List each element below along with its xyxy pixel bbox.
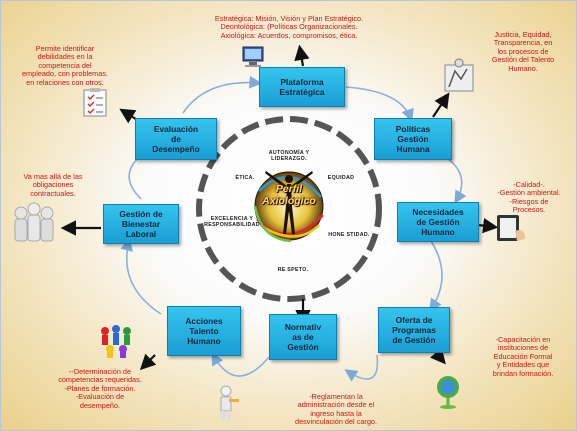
note-bienestar: Va mas allá de las obligaciones contract… [23, 172, 83, 198]
computer-icon [242, 46, 264, 67]
box-acciones-talento-humano[interactable]: Acciones Talento Humano [167, 306, 241, 356]
people-group-icon [14, 202, 54, 242]
box-evaluacion-desempeno[interactable]: Evaluación de Desempeño [135, 118, 217, 160]
plant-globe-icon [437, 376, 459, 409]
note-politicas: Justicia, Equidad, Transparencia, en los… [491, 30, 555, 73]
values-ring [196, 116, 382, 302]
box-necesidades-gestion[interactable]: Necesidades de Gestión Humano [397, 202, 479, 242]
ring-label-excelencia: EXCELENCIA Y RESPONSABILIDAD [204, 216, 260, 228]
ring-label-respeto: RE SPETO. [277, 267, 309, 273]
box-gestion-bienestar[interactable]: Gestión de Bienestar Laboral [103, 204, 179, 244]
ring-label-autonomia: AUTONOMÍA Y LIDERAZGO. [268, 150, 310, 162]
box-politicas-gestion-humana[interactable]: Políticas Gestión Humana [374, 118, 452, 160]
human-figure-icon [265, 171, 313, 234]
worker-figure-icon [220, 385, 239, 420]
team-pieces-icon [101, 325, 131, 358]
ring-label-honestidad: HONE STIDAD. [328, 232, 370, 238]
box-oferta-programas[interactable]: Oferta de Programas de Gestión [378, 307, 450, 353]
icon-arrows [60, 44, 499, 371]
note-evaluacion: Permite identificar debilidades en la co… [22, 44, 108, 87]
note-normativas: -Reglamentan la administración desde el … [295, 392, 377, 427]
note-plataforma: Estratégica: Misión, Visión y Plan Estra… [214, 14, 364, 40]
note-acciones: --Determinación de competencias requerid… [58, 367, 142, 410]
tablet-icon [497, 215, 525, 241]
center-title: Perfil Axiológico [262, 183, 316, 207]
ring-label-etica: ÉTICA. [235, 175, 255, 181]
cycle-connectors [120, 75, 467, 382]
box-normativas-gestion[interactable]: Normativ as de Gestión [269, 314, 337, 360]
justice-hand-icon [444, 58, 474, 92]
note-oferta: -Capacitación en instituciones de Educac… [492, 335, 554, 378]
clipboard-checklist-icon [83, 88, 107, 117]
box-plataforma-estrategica[interactable]: Plataforma Estratégica [259, 67, 345, 107]
note-necesidades: -Calidad-. -Gestión ambiental. -Riesgos … [497, 180, 561, 215]
ring-label-equidad: EQUIDAD [327, 175, 355, 181]
